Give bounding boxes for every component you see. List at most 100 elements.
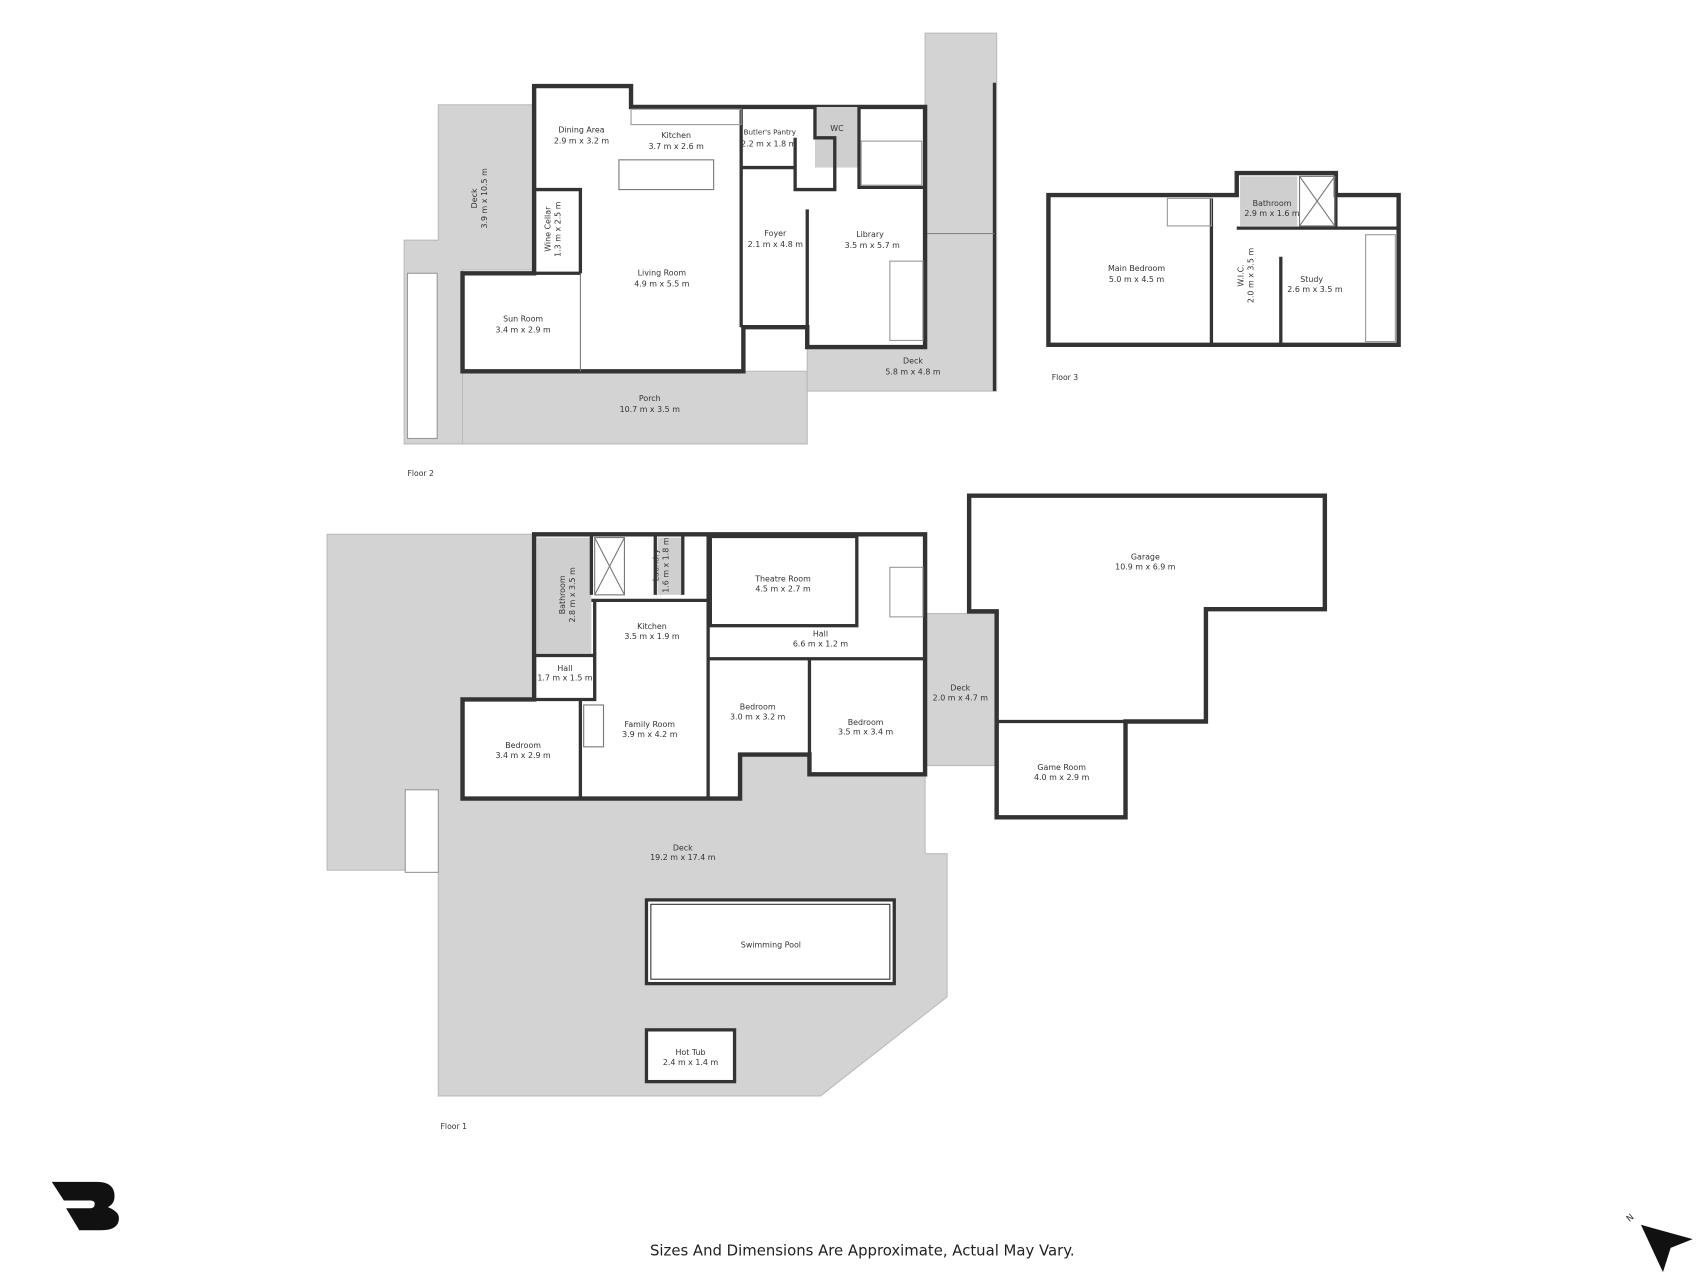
foyer-name: Foyer — [764, 229, 787, 238]
wine-cellar-wall — [534, 187, 583, 274]
laundry-size: 1.6 m x 1.8 m — [661, 537, 670, 593]
living-size: 4.9 m x 5.5 m — [634, 279, 690, 288]
main-bedroom-size: 5.0 m x 4.5 m — [1109, 275, 1165, 284]
bathroom3-name: Bathroom — [1253, 199, 1292, 208]
bedroom-c-size: 3.4 m x 2.9 m — [495, 751, 551, 760]
theatre-size: 4.5 m x 2.7 m — [755, 585, 811, 594]
stair-wall — [857, 106, 926, 190]
closet-1 — [1166, 197, 1212, 227]
game-name: Game Room — [1037, 763, 1086, 772]
study-size: 2.6 m x 3.5 m — [1287, 285, 1343, 294]
stairs-floor3 — [1365, 234, 1396, 343]
deck-right-size: 5.8 m x 4.8 m — [885, 368, 941, 377]
dining-size: 2.9 m x 3.2 m — [554, 136, 610, 145]
bedroom-c-name: Bedroom — [505, 741, 541, 750]
floor-1-plan: Bathroom2.8 m x 3.5 m Laundry1.6 m x 1.8… — [326, 493, 1328, 1131]
library-size: 3.5 m x 5.7 m — [845, 241, 901, 250]
wc-name: WC — [830, 124, 844, 133]
deck-left-name: Deck — [470, 188, 479, 208]
north-label: N — [1625, 1213, 1636, 1225]
porch-size: 10.7 m x 3.5 m — [620, 405, 681, 414]
wic-size: 2.0 m x 3.5 m — [1246, 248, 1255, 304]
hot-tub[interactable] — [644, 1028, 737, 1084]
family-name: Family Room — [625, 720, 676, 729]
bedroom-a-size: 3.0 m x 3.2 m — [730, 712, 786, 721]
brand-logo — [51, 1181, 119, 1231]
kitchen-counter — [630, 108, 742, 126]
stairs-library — [889, 260, 924, 341]
living-name: Living Room — [638, 268, 687, 277]
deck-side-name: Deck — [950, 684, 970, 693]
swimming-pool[interactable] — [644, 898, 896, 986]
library-name: Library — [856, 230, 884, 239]
deck-right-name: Deck — [903, 357, 923, 366]
stairs-deck — [404, 789, 439, 873]
laundry-area — [657, 537, 682, 595]
floor-3-plan: Bathroom 2.9 m x 1.6 m Main Bedroom 5.0 … — [1046, 170, 1401, 382]
garage-building — [966, 493, 1328, 820]
bathroom3-size: 2.9 m x 1.6 m — [1244, 209, 1300, 218]
pool-name: Swimming Pool — [741, 940, 801, 949]
sun-name: Sun Room — [503, 315, 543, 324]
hall-small-wall — [534, 653, 597, 702]
hall-main-name: Hall — [813, 630, 828, 639]
disclaimer-text: Sizes And Dimensions Are Approximate, Ac… — [650, 1242, 1075, 1260]
hall-small-size: 1.7 m x 1.5 m — [537, 674, 593, 683]
floor-3-building — [1046, 170, 1401, 348]
deck-main-name: Deck — [673, 843, 693, 852]
wic-name: W.I.C. — [1236, 264, 1245, 286]
shower — [1298, 175, 1336, 227]
wine-size: 1.3 m x 2.5 m — [554, 201, 563, 257]
kitchen1-size: 3.5 m x 1.9 m — [624, 632, 680, 641]
porch-area — [461, 370, 808, 445]
stairs-floor1 — [889, 566, 924, 618]
garage-size: 10.9 m x 6.9 m — [1115, 563, 1176, 572]
foyer-size: 2.1 m x 4.8 m — [748, 240, 804, 249]
bathroom1-name: Bathroom — [558, 575, 567, 614]
garage-name: Garage — [1131, 553, 1160, 562]
floor-3-label: Floor 3 — [1052, 373, 1079, 382]
svg-text:Deck3.9 m x 10.5 m: Deck3.9 m x 10.5 m — [470, 168, 489, 229]
wc-wall — [793, 106, 837, 192]
family-size: 3.9 m x 4.2 m — [622, 730, 678, 739]
theatre-name: Theatre Room — [754, 575, 811, 584]
floor-2-label: Floor 2 — [407, 469, 434, 478]
hot-tub-size: 2.4 m x 1.4 m — [663, 1058, 719, 1067]
bathroom1-area — [536, 537, 592, 654]
butlers-name: Butler's Pantry — [744, 128, 797, 137]
game-size: 4.0 m x 2.9 m — [1034, 773, 1090, 782]
kitchen1-name: Kitchen — [637, 622, 667, 631]
deck-side-size: 2.0 m x 4.7 m — [933, 694, 989, 703]
theatre-walls — [708, 534, 859, 628]
deck-left-size: 3.9 m x 10.5 m — [480, 168, 489, 229]
kitchen2-name: Kitchen — [661, 131, 691, 140]
north-arrow-icon: N — [1625, 1213, 1693, 1273]
porch-name: Porch — [639, 394, 661, 403]
shower-1 — [594, 537, 625, 596]
dining-name: Dining Area — [558, 125, 604, 134]
main-bedroom-name: Main Bedroom — [1108, 264, 1165, 273]
study-name: Study — [1300, 275, 1323, 284]
svg-text:Laundry1.6 m x 1.8 m: Laundry1.6 m x 1.8 m — [652, 537, 671, 593]
floor-2-plan: Deck3.9 m x 10.5 m Dining Area 2.9 m x 3… — [403, 32, 998, 478]
hot-tub-name: Hot Tub — [675, 1048, 705, 1057]
laundry-name: Laundry — [652, 549, 661, 582]
hall-small-name: Hall — [557, 664, 572, 673]
kitchen2-size: 3.7 m x 2.6 m — [649, 142, 705, 151]
bedroom-b-name: Bedroom — [848, 718, 884, 727]
bedroom-b-size: 3.5 m x 3.4 m — [838, 728, 894, 737]
stairs-left — [406, 272, 438, 440]
wine-name: Wine Cellar — [544, 206, 553, 252]
svg-text:W.I.C.2.0 m x 3.5 m: W.I.C.2.0 m x 3.5 m — [1236, 248, 1255, 304]
butlers-size: 2.2 m x 1.8 m — [741, 140, 797, 149]
bathroom1-size: 2.8 m x 3.5 m — [568, 567, 577, 623]
fireplace — [583, 704, 605, 748]
svg-text:Wine Cellar1.3 m x 2.5 m: Wine Cellar1.3 m x 2.5 m — [544, 201, 563, 257]
svg-text:Bathroom2.8 m x 3.5 m: Bathroom2.8 m x 3.5 m — [558, 567, 577, 623]
bathroom3-area — [1240, 176, 1298, 226]
hall-main-size: 6.6 m x 1.2 m — [793, 640, 849, 649]
deck-main-size: 19.2 m x 17.4 m — [650, 853, 716, 862]
stairs-upper — [860, 140, 923, 186]
sun-size: 3.4 m x 2.9 m — [495, 326, 551, 335]
